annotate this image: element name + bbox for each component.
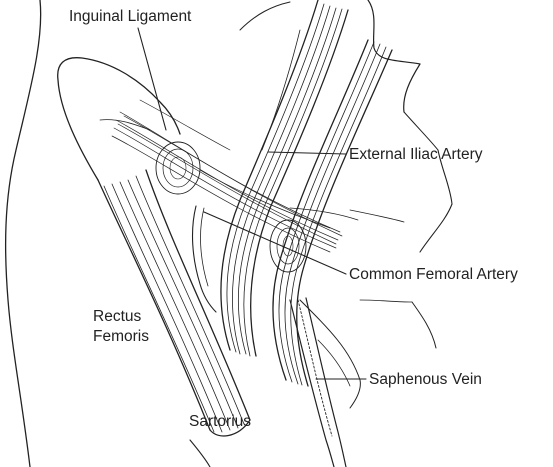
external-iliac-artery-drawing (221, 0, 348, 356)
inguinal-ligament-drawing (112, 100, 358, 252)
label-external-iliac-artery: External Iliac Artery (349, 146, 483, 164)
skin-flap-right (368, 0, 420, 112)
label-rectus-femoris: Rectus Femoris (93, 307, 149, 347)
skin-flap-left (58, 58, 180, 180)
femoral-nerve-drawing (193, 206, 216, 312)
label-rectus-femoris-line1: Rectus (93, 307, 149, 327)
skin-flap-right-4 (240, 2, 290, 30)
right-tissue (404, 112, 438, 150)
external-iliac-artery-leader (268, 152, 346, 154)
inner-thigh-line (190, 440, 210, 467)
label-sartorius: Sartorius (189, 413, 251, 431)
label-saphenous-vein: Saphenous Vein (369, 371, 482, 389)
label-common-femoral-artery: Common Femoral Artery (349, 266, 518, 284)
skin-flap-right-3 (412, 302, 436, 348)
inguinal-ligament-leader (138, 28, 166, 130)
saphenous-vein-drawing (290, 298, 346, 467)
skin-flap-right-2 (420, 150, 452, 252)
thigh-outline (6, 0, 41, 467)
label-rectus-femoris-line2: Femoris (93, 327, 149, 347)
label-inguinal-ligament: Inguinal Ligament (69, 8, 191, 26)
